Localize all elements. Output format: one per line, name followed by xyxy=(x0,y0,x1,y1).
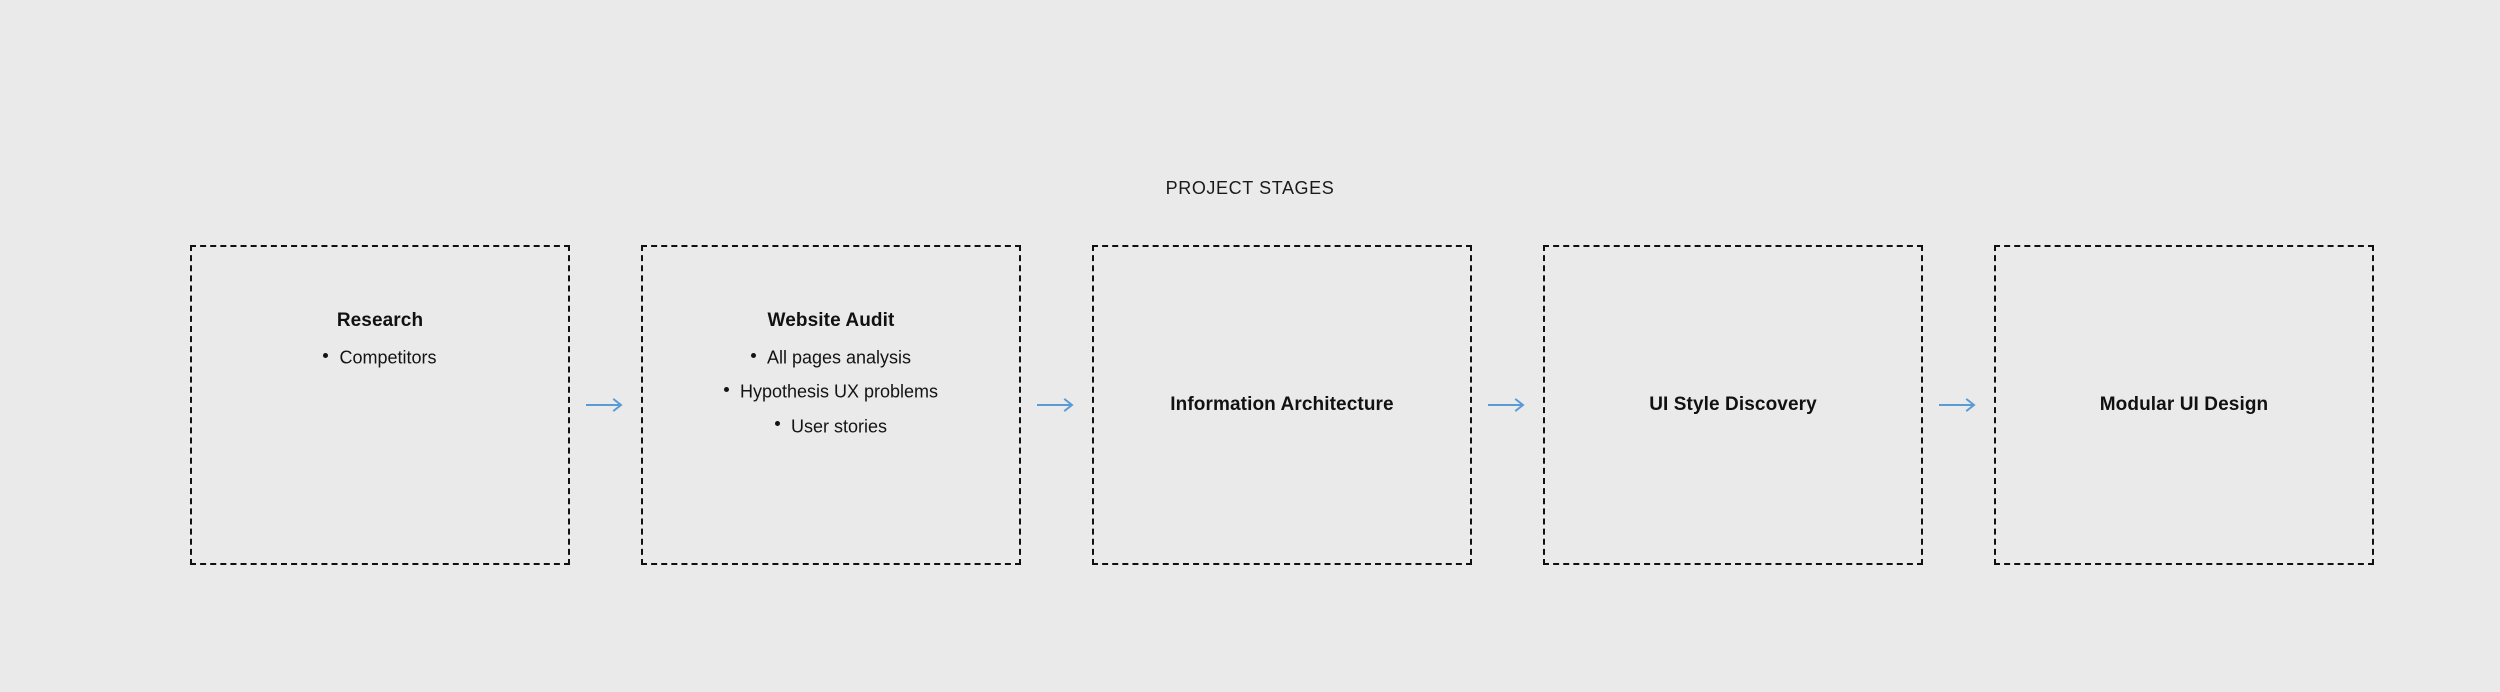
arrow-right-icon xyxy=(585,398,623,412)
stage-title-ui-style-discovery: UI Style Discovery xyxy=(1649,394,1817,415)
stage-title-information-architecture: Information Architecture xyxy=(1170,394,1394,415)
list-item: Hypothesis UX problems xyxy=(643,379,1019,402)
stage-card-ui-style-discovery[interactable]: UI Style Discovery xyxy=(1543,245,1923,565)
connector-ui-style-discovery-to-modular-ui-design xyxy=(1923,245,1994,565)
stage-card-modular-ui-design[interactable]: Modular UI Design xyxy=(1994,245,2374,565)
connector-research-to-website-audit xyxy=(570,245,641,565)
stage-card-research[interactable]: Research Competitors xyxy=(190,245,570,565)
connector-website-audit-to-information-architecture xyxy=(1021,245,1092,565)
list-item: All pages analysis xyxy=(643,345,1019,368)
bullet-dot-icon xyxy=(774,421,780,427)
arrow-right-icon xyxy=(1938,398,1976,412)
list-item-label: Hypothesis UX problems xyxy=(739,381,939,402)
stage-flow: Research Competitors Website Audit All p… xyxy=(190,245,2374,565)
list-item: Competitors xyxy=(192,345,568,368)
list-item: User stories xyxy=(643,414,1019,437)
stage-title-website-audit: Website Audit xyxy=(767,310,895,331)
bullet-dot-icon xyxy=(750,352,756,358)
stage-title-research: Research xyxy=(336,310,424,331)
list-item-label: User stories xyxy=(790,415,888,436)
bullet-dot-icon xyxy=(723,387,729,392)
list-item-label: Competitors xyxy=(339,347,437,368)
stage-list-website-audit: All pages analysis Hypothesis UX problem… xyxy=(643,345,1019,448)
stage-card-website-audit[interactable]: Website Audit All pages analysis Hypothe… xyxy=(641,245,1021,565)
list-item-label: All pages analysis xyxy=(766,347,912,368)
stage-card-information-architecture[interactable]: Information Architecture xyxy=(1092,245,1472,565)
bullet-dot-icon xyxy=(323,352,329,358)
page-title: PROJECT STAGES xyxy=(1165,178,1335,198)
stage-title-modular-ui-design: Modular UI Design xyxy=(2099,394,2269,415)
arrow-right-icon xyxy=(1036,398,1074,412)
stage-list-research: Competitors xyxy=(192,345,568,379)
connector-information-architecture-to-ui-style-discovery xyxy=(1472,245,1543,565)
arrow-right-icon xyxy=(1487,398,1525,412)
